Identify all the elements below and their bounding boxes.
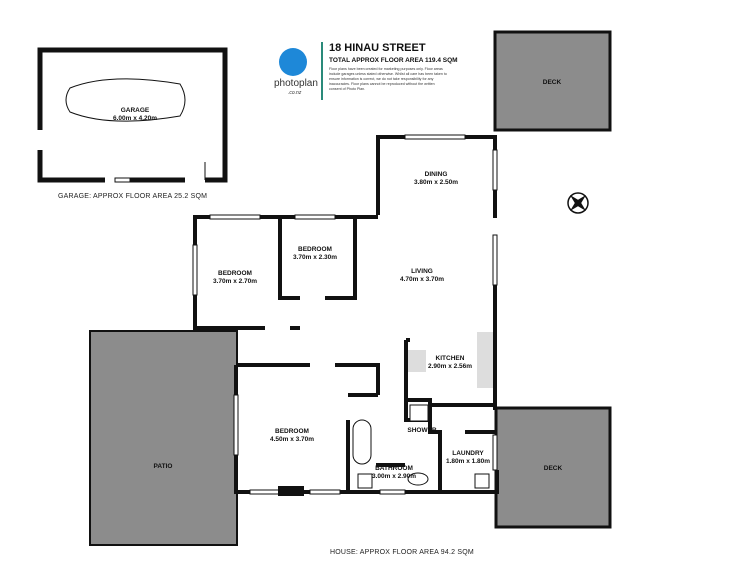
- deck-top-label: DECK: [543, 79, 562, 86]
- living-dims: 4.70m x 3.70m: [400, 276, 444, 283]
- patio: [89, 330, 238, 546]
- garage-label: GARAGE: [121, 107, 150, 114]
- house-walls: [193, 135, 499, 494]
- logo-subtext: .co.nz: [288, 90, 302, 96]
- dining-dims: 3.80m x 2.50m: [414, 179, 458, 186]
- bedroom2-dims: 3.70m x 2.30m: [293, 254, 337, 261]
- house-caption: HOUSE: APPROX FLOOR AREA 94.2 SQM: [330, 549, 474, 556]
- fixtures: [352, 332, 493, 489]
- laundry-dims: 1.80m x 1.80m: [446, 458, 490, 465]
- property-title: 18 HINAU STREET: [329, 42, 426, 54]
- windows: [114, 134, 498, 495]
- deck-right: [494, 406, 612, 529]
- bathroom-dims: 3.00m x 2.90m: [372, 473, 416, 480]
- bedroom1-dims: 3.70m x 2.70m: [213, 278, 257, 285]
- bedroom2-label: BEDROOM: [298, 246, 332, 253]
- patio-label: PATIO: [154, 463, 173, 470]
- bedroom1-label: BEDROOM: [218, 270, 252, 277]
- photoplan-logo: [279, 48, 307, 76]
- dining-label: DINING: [425, 171, 448, 178]
- total-area: TOTAL APPROX FLOOR AREA 119.4 SQM: [329, 57, 458, 64]
- fireplace: [278, 486, 304, 496]
- living-label: LIVING: [411, 268, 433, 275]
- garage: [37, 47, 228, 183]
- bedroom3-dims: 4.50m x 3.70m: [270, 436, 314, 443]
- kitchen-dims: 2.90m x 2.56m: [428, 363, 472, 370]
- laundry-label: LAUNDRY: [452, 450, 484, 457]
- garage-caption: GARAGE: APPROX FLOOR AREA 25.2 SQM: [58, 193, 208, 200]
- deck-right-label: DECK: [544, 465, 563, 472]
- garage-dims: 6.00m x 4.20m: [113, 115, 157, 122]
- kitchen-label: KITCHEN: [436, 355, 465, 362]
- bathroom-label: BATHROOM: [375, 465, 413, 472]
- logo-text: photoplan: [274, 78, 318, 89]
- shower-label: SHOWER: [407, 427, 437, 434]
- bedroom3-label: BEDROOM: [275, 428, 309, 435]
- deck-top: [493, 30, 612, 132]
- compass-icon: [567, 192, 589, 214]
- disclaimer: Floor plans have been created for market…: [329, 67, 447, 91]
